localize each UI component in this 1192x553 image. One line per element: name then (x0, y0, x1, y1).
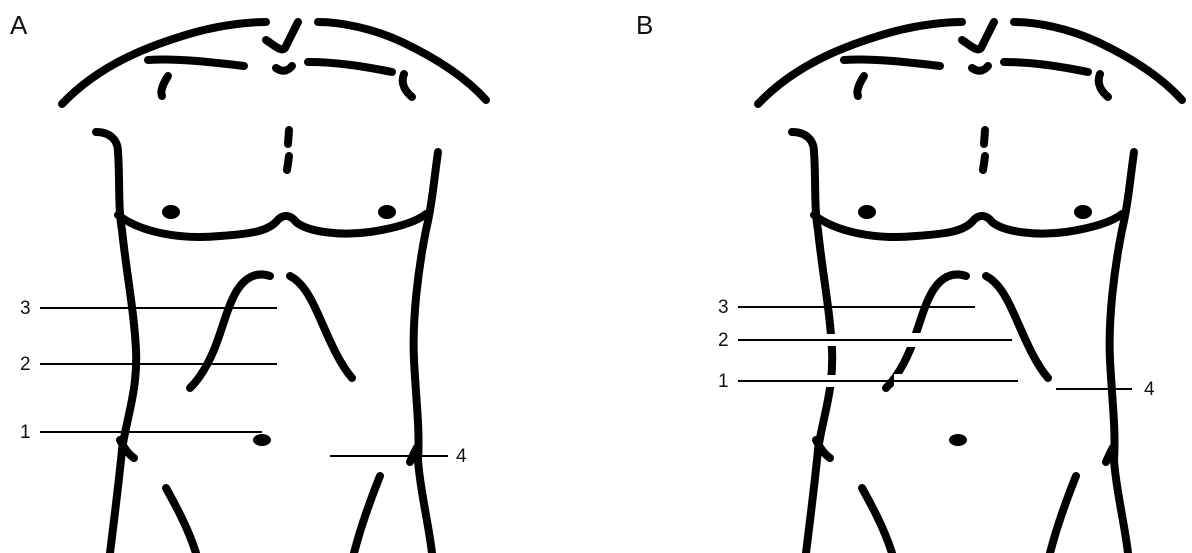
panel-a-label-2: 2 (20, 354, 31, 375)
panel-b-letter: B (636, 10, 653, 40)
panel-a-letter: A (10, 10, 28, 40)
panel-a-torso-outline (62, 22, 486, 553)
panel-b-label-2: 2 (718, 330, 729, 351)
panel-b-label-1: 1 (718, 371, 729, 392)
panel-a-label-1: 1 (20, 422, 31, 443)
panel-b-label-4: 4 (1144, 379, 1155, 400)
panel-b: B 3 2 1 4 (636, 10, 1182, 553)
panel-a-label-4: 4 (456, 446, 467, 467)
panel-b-label-3: 3 (718, 297, 729, 318)
panel-b-torso-outline (758, 22, 1182, 553)
panel-b-torso-group (758, 22, 1182, 553)
panel-a: A 3 2 1 4 (10, 10, 486, 553)
panel-a-label-3: 3 (20, 298, 31, 319)
